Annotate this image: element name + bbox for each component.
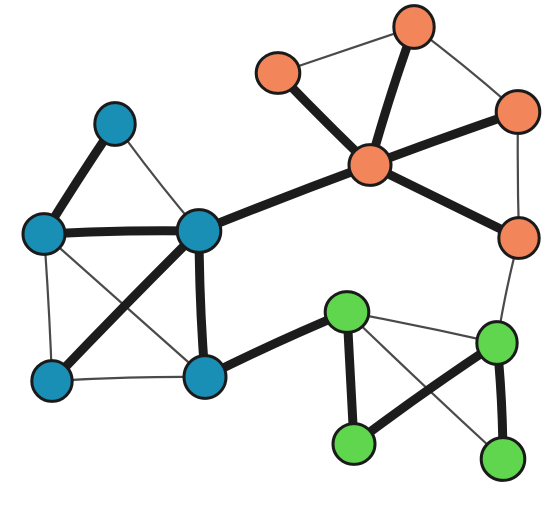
edge-o3-o4 [365, 107, 523, 170]
edge-g1-g4 [345, 310, 505, 461]
node-blue-b4 [30, 359, 74, 403]
nodes-layer [21, 4, 542, 482]
node-orange-o4 [494, 89, 542, 135]
node-blue-b5 [182, 354, 228, 400]
edge-g2-g3 [349, 338, 502, 449]
node-orange-o1 [254, 51, 302, 95]
node-orange-o2 [392, 4, 436, 50]
node-blue-b3 [175, 208, 223, 254]
edge-b5-g1 [200, 307, 352, 382]
edge-b2-b4 [42, 232, 54, 383]
node-blue-b2 [21, 212, 67, 256]
edge-b3-o3 [194, 160, 375, 236]
node-blue-b1 [93, 101, 137, 147]
node-green-g1 [323, 290, 371, 334]
edge-b4-b5 [50, 375, 207, 383]
node-orange-o3 [347, 143, 393, 187]
edge-b3-b4 [47, 226, 204, 386]
node-green-g4 [479, 436, 527, 482]
node-orange-o5 [497, 216, 541, 260]
edge-o3-o5 [365, 160, 524, 243]
node-green-g2 [475, 320, 519, 366]
node-green-g3 [331, 422, 377, 466]
